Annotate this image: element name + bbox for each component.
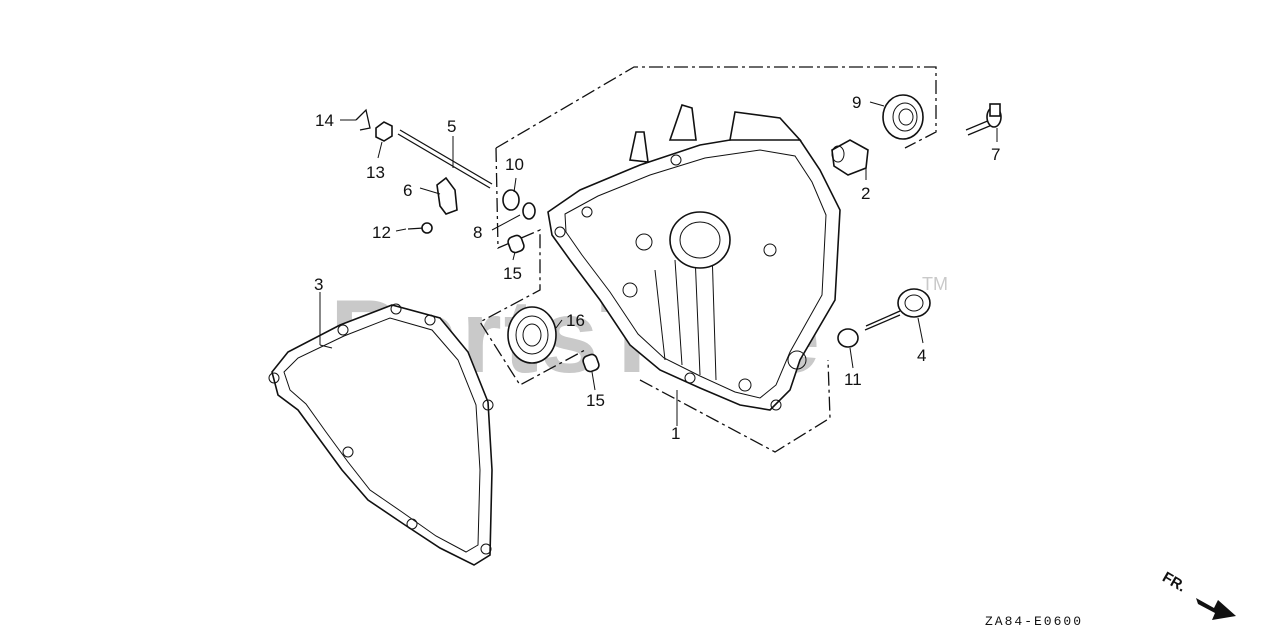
callout-1: 1 [671,424,680,443]
callout-15-lower: 15 [586,391,605,410]
assembly-group-outline-bottom [639,359,831,453]
callout-7: 7 [991,145,1000,164]
callout-12: 12 [372,223,391,242]
callout-2: 2 [861,184,870,203]
callout-10: 10 [505,155,524,174]
callout-11: 11 [844,370,862,389]
governor-arm[interactable] [436,176,458,215]
leader-lines [319,101,998,426]
governor-shaft[interactable] [397,129,493,189]
callout-5: 5 [447,117,456,136]
crankcase-cover[interactable] [547,104,841,411]
oil-seal[interactable] [882,94,924,140]
gasket[interactable] [268,303,494,566]
governor-seal[interactable] [502,189,520,211]
arrow-right-icon [1196,598,1236,620]
diagram-code: ZA84-E0600 [985,614,1083,629]
washer[interactable] [522,202,536,220]
assembly-group-outline [495,66,937,149]
callout-14: 14 [315,111,334,130]
dowel-pin-upper[interactable] [507,234,526,254]
breather-block[interactable] [831,139,869,176]
callout-6: 6 [403,181,412,200]
front-direction-indicator: FR. [1159,569,1236,620]
watermark-trademark: TM [922,274,948,294]
callout-15-upper: 15 [503,264,522,283]
callout-8: 8 [473,223,482,242]
callout-13: 13 [366,163,385,182]
dowel-pin-lower[interactable] [582,353,601,373]
flange-bolt[interactable] [965,103,1002,136]
retaining-clip[interactable] [355,108,371,131]
callout-3: 3 [314,275,323,294]
ball-bearing[interactable] [507,306,557,364]
hex-nut[interactable] [375,121,393,142]
callout-16: 16 [566,311,585,330]
front-direction-label: FR. [1159,569,1188,596]
o-ring[interactable] [837,328,859,348]
callout-4: 4 [917,346,926,365]
assembly-group-outline-left [479,147,586,386]
callout-9: 9 [852,93,861,112]
oil-filler-cap[interactable] [864,288,931,331]
small-bolt[interactable] [407,222,433,234]
